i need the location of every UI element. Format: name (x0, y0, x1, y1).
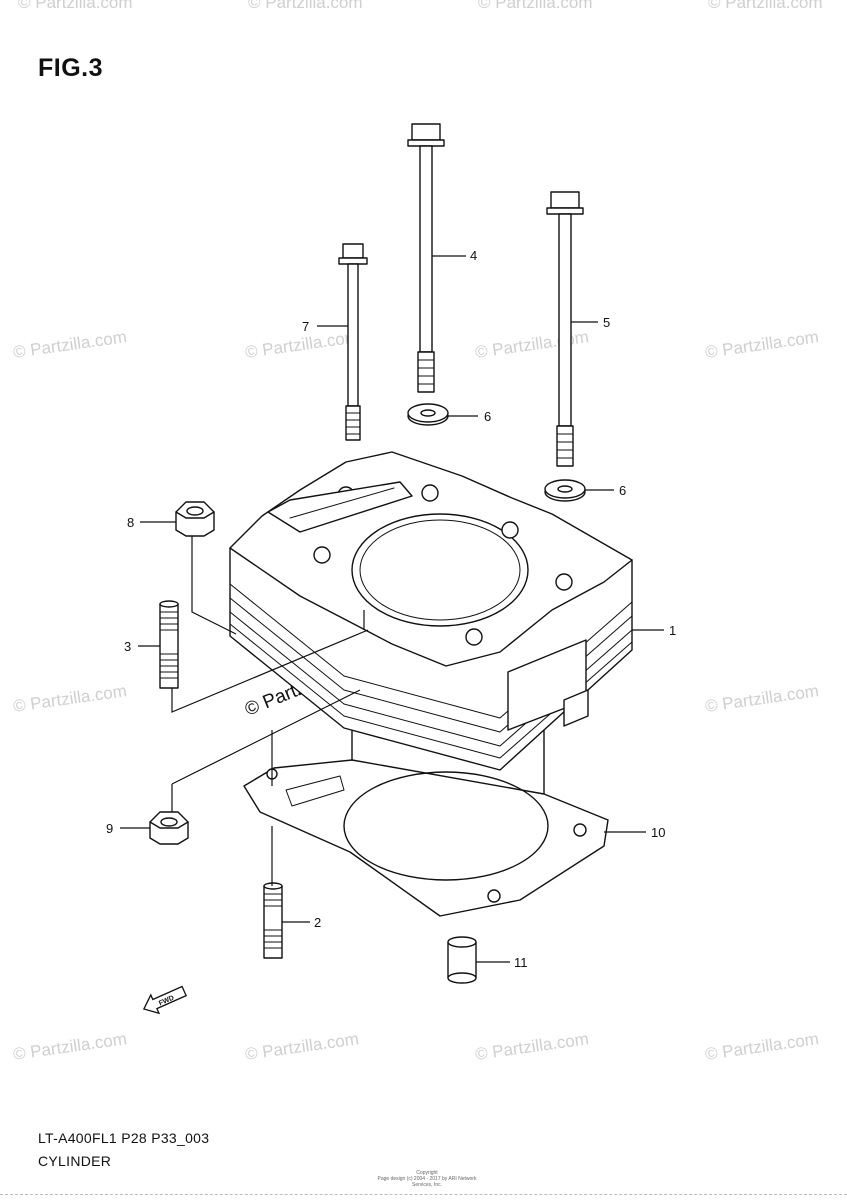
watermark: © Partzilla.com (704, 681, 820, 716)
watermark: © Partzilla.com (474, 1029, 590, 1064)
watermark: © Partzilla.com (708, 0, 823, 12)
assembly-name: CYLINDER (38, 1153, 112, 1169)
part-dowel-11[interactable] (447, 936, 477, 984)
part-bolt-7[interactable] (338, 243, 368, 441)
callout-6b[interactable]: 6 (619, 483, 626, 498)
callout-8[interactable]: 8 (127, 515, 134, 530)
callout-11[interactable]: 11 (514, 955, 528, 970)
leader-lines (120, 255, 664, 963)
callout-10[interactable]: 10 (651, 825, 665, 840)
callout-6a[interactable]: 6 (484, 409, 491, 424)
watermark: © Partzilla.com (12, 681, 128, 716)
watermark: © Partzilla.com (474, 327, 590, 362)
callout-9[interactable]: 9 (106, 821, 113, 836)
copyright-notice: Copyright Page design (c) 2004 - 2017 by… (367, 1170, 487, 1188)
part-washer-6b[interactable] (544, 479, 586, 502)
part-stud-3[interactable] (159, 600, 179, 689)
callout-5[interactable]: 5 (603, 315, 610, 330)
callout-1[interactable]: 1 (669, 623, 676, 638)
part-bolt-5[interactable] (546, 191, 584, 467)
part-nut-9[interactable] (149, 811, 189, 845)
watermark: © Partzilla.com (12, 1029, 128, 1064)
copyright-line2: Page design (c) 2004 - 2017 by ARI Netwo… (377, 1176, 477, 1188)
watermark: © Partzilla.com (18, 0, 133, 12)
part-gasket-10[interactable] (243, 759, 609, 917)
copyright-line1: Copyright (416, 1170, 438, 1176)
part-stud-2[interactable] (263, 882, 283, 959)
figure-title: FIG.3 (38, 54, 104, 82)
callout-7[interactable]: 7 (302, 319, 309, 334)
watermark: © Partzilla.com (704, 1029, 820, 1064)
watermark: © Partzilla.com (704, 327, 820, 362)
callout-4[interactable]: 4 (470, 248, 477, 263)
part-washer-6a[interactable] (407, 403, 449, 426)
bottom-rule (0, 1194, 847, 1195)
fwd-arrow-icon: FWD (142, 985, 187, 1015)
watermark: © Partzilla.com (478, 0, 593, 12)
watermark: © Partzilla.com (248, 0, 363, 12)
watermark: © Partzilla.com (244, 1029, 360, 1064)
watermark: © Partzilla.com (12, 327, 128, 362)
callout-3[interactable]: 3 (124, 639, 131, 654)
model-code: LT-A400FL1 P28 P33_003 (38, 1130, 210, 1146)
callout-labels: 4 5 7 6 6 8 3 1 9 10 2 11 (106, 248, 676, 970)
part-nut-8[interactable] (175, 501, 215, 537)
callout-2[interactable]: 2 (314, 915, 321, 930)
part-bolt-4[interactable] (407, 123, 445, 393)
